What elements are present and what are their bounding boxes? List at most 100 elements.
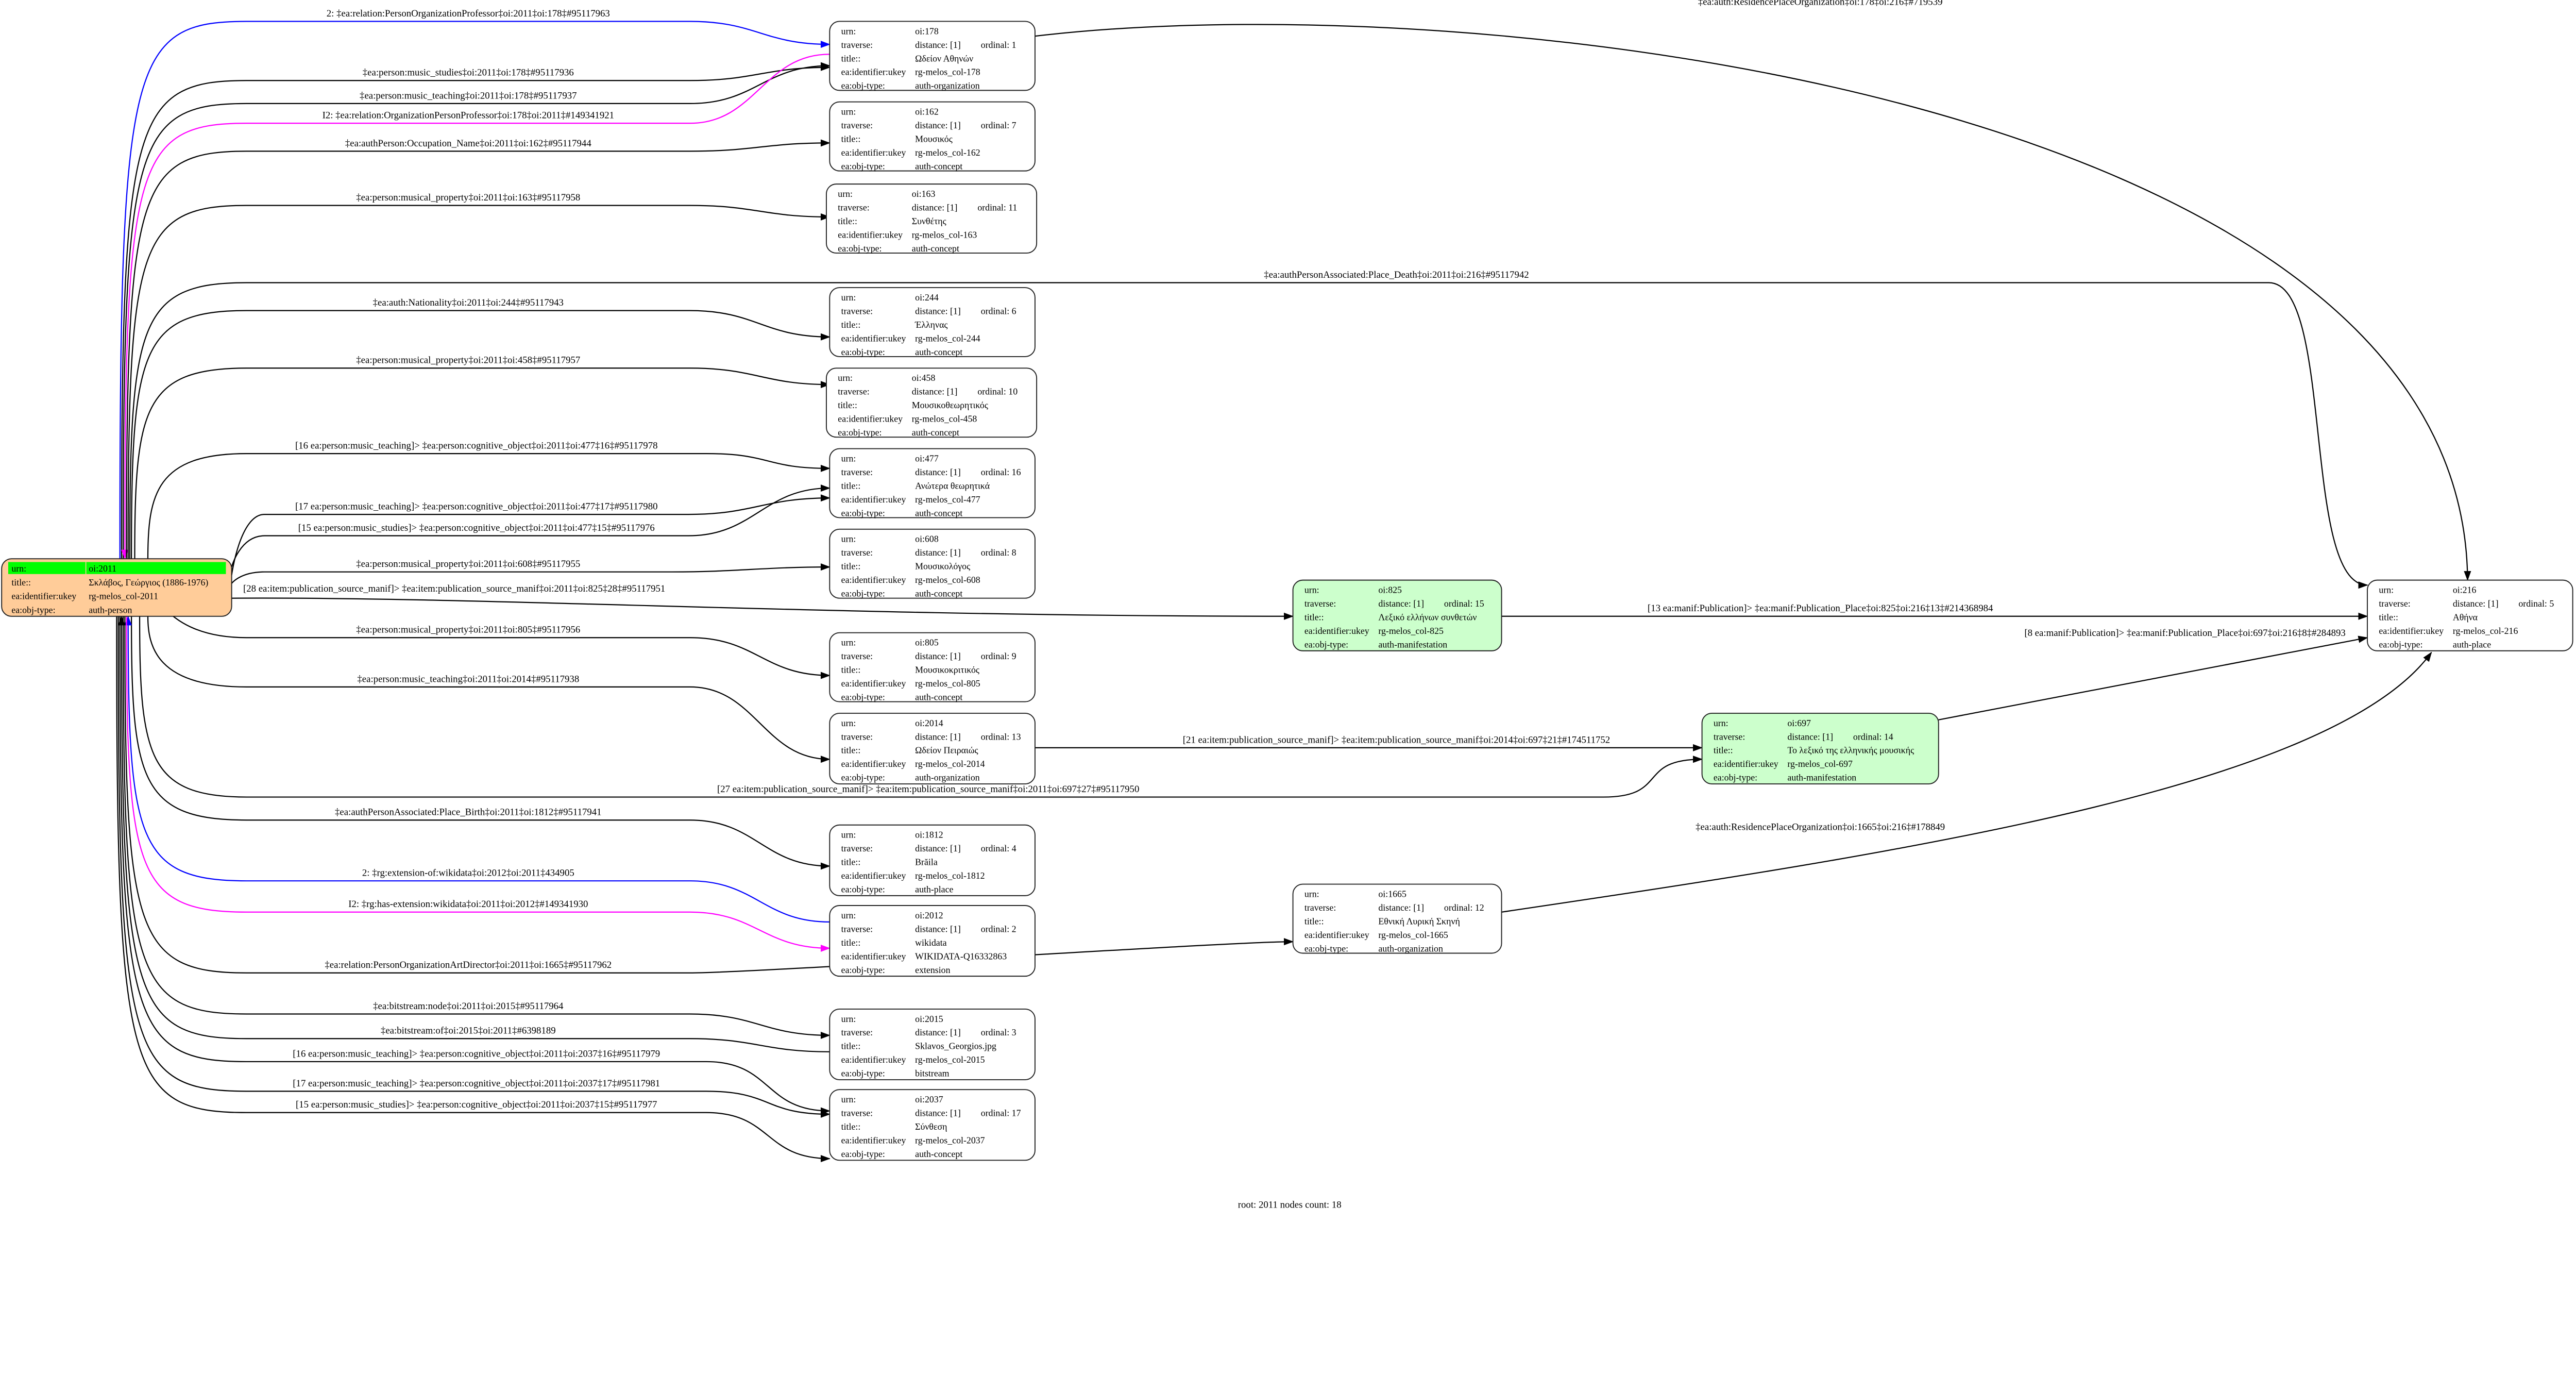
field-label-urn: urn: (841, 1014, 856, 1024)
footer-caption: root: 2011 nodes count: 18 (1238, 1200, 1342, 1211)
field-value-ukey: rg-melos_col-163 (912, 229, 977, 240)
field-label-traverse: traverse: (841, 843, 873, 853)
node-box (825, 367, 1038, 438)
field-value-distance: distance: [1] (915, 731, 961, 742)
field-label-obj_type: ea:obj-type: (841, 347, 885, 357)
field-label-title: title:: (841, 1121, 861, 1132)
field-value-urn: oi:2011 (89, 563, 116, 574)
field-value-ordinal: ordinal: 12 (1444, 902, 1484, 913)
field-label-title: title:: (2379, 612, 2398, 622)
field-value-distance: distance: [1] (915, 651, 961, 661)
edge: ‡ea:person:musical_property‡oi:2011‡oi:8… (163, 610, 831, 679)
node-box (829, 287, 1036, 357)
field-label-ukey: ea:identifier:ukey (2379, 626, 2444, 636)
field-label-title: title:: (1714, 745, 1733, 756)
edge: 2: ‡ea:relation:PersonOrganizationProfes… (119, 8, 831, 559)
field-label-ukey: ea:identifier:ukey (841, 678, 906, 689)
field-value-distance: distance: [1] (915, 843, 961, 853)
field-value-title: Σκλάβος, Γεώργιος (1886-1976) (89, 577, 208, 588)
field-value-ordinal: ordinal: 10 (977, 387, 1018, 397)
field-label-traverse: traverse: (838, 202, 869, 212)
node-box (829, 101, 1036, 172)
edge-line (116, 616, 831, 1163)
field-label-urn: urn: (1714, 718, 1728, 728)
field-value-distance: distance: [1] (1787, 731, 1833, 742)
edge-label: [16 ea:person:music_teaching]> ‡ea:perso… (295, 441, 657, 451)
field-value-obj_type: auth-concept (912, 243, 959, 254)
field-value-title: Εθνική Λυρική Σκηνή (1378, 916, 1460, 926)
node-box (825, 183, 1038, 254)
field-label-ukey: ea:identifier:ukey (1714, 759, 1778, 769)
field-value-distance: distance: [1] (915, 120, 961, 130)
field-label-obj_type: ea:obj-type: (841, 773, 885, 783)
field-value-ordinal: ordinal: 2 (981, 924, 1016, 934)
field-value-ordinal: ordinal: 17 (981, 1108, 1021, 1118)
field-value-ukey: rg-melos_col-2014 (915, 759, 985, 769)
field-value-ordinal: ordinal: 13 (981, 731, 1021, 742)
field-label-obj_type: ea:obj-type: (841, 965, 885, 975)
edge-label: 2: ‡ea:relation:PersonOrganizationProfes… (327, 8, 610, 19)
field-value-title: Έλληνας (914, 320, 947, 330)
edge-label: [13 ea:manif:Publication]> ‡ea:manif:Pub… (1648, 603, 1993, 614)
edge-line (117, 616, 831, 1118)
field-value-ukey: rg-melos_col-608 (915, 575, 980, 585)
field-label-traverse: traverse: (841, 924, 873, 934)
edge-label: [17 ea:person:music_teaching]> ‡ea:perso… (293, 1078, 660, 1089)
field-value-urn: oi:2014 (915, 718, 943, 728)
field-value-obj_type: auth-organization (915, 80, 980, 91)
field-label-title: title:: (841, 480, 861, 491)
field-label-ukey: ea:identifier:ukey (838, 229, 903, 240)
field-label-urn: urn: (1304, 585, 1319, 595)
node-box (829, 528, 1036, 599)
edge-line (129, 282, 2368, 589)
edge-label: I2: ‡rg:has-extension:wikidata‡oi:2011‡o… (348, 899, 588, 910)
node-box (829, 632, 1036, 702)
field-label-title: title:: (841, 134, 861, 144)
field-label-urn: urn: (841, 292, 856, 303)
edge: ‡ea:bitstream:of‡oi:2015‡oi:2011‡#639818… (117, 615, 830, 1052)
field-label-ukey: ea:identifier:ukey (841, 575, 906, 585)
field-label-traverse: traverse: (2379, 598, 2410, 609)
field-label-obj_type: ea:obj-type: (841, 1149, 885, 1159)
edge-line (134, 367, 831, 559)
edge-label: ‡ea:relation:PersonOrganizationArtDirect… (325, 960, 612, 970)
field-value-obj_type: auth-concept (915, 589, 962, 599)
edge: ‡ea:authPersonAssociated:Place_Death‡oi:… (129, 270, 2368, 589)
field-value-urn: oi:178 (915, 26, 939, 36)
field-value-ukey: rg-melos_col-825 (1378, 626, 1444, 636)
field-label-urn: urn: (841, 910, 856, 920)
edge-label: ‡ea:person:musical_property‡oi:2011‡oi:1… (356, 192, 580, 203)
field-value-ukey: rg-melos_col-2015 (915, 1054, 985, 1065)
highlight-cell (86, 562, 226, 574)
edge-line (123, 62, 831, 559)
field-value-ukey: rg-melos_col-2037 (915, 1135, 985, 1145)
field-value-obj_type: auth-concept (915, 1149, 962, 1159)
field-label-urn: urn: (841, 107, 856, 117)
edge-line (231, 484, 831, 567)
field-label-obj_type: ea:obj-type: (841, 1068, 885, 1079)
edge: [16 ea:person:music_teaching]> ‡ea:perso… (147, 441, 831, 559)
edge-label: ‡ea:bitstream:node‡oi:2011‡oi:2015‡#9511… (373, 1001, 564, 1012)
field-label-title: title:: (841, 561, 861, 572)
field-value-title: Το λεξικό της ελληνικής μουσικής (1787, 745, 1914, 756)
edge-line (124, 615, 830, 923)
edge: ‡ea:person:music_teaching‡oi:2011‡oi:178… (123, 62, 831, 559)
